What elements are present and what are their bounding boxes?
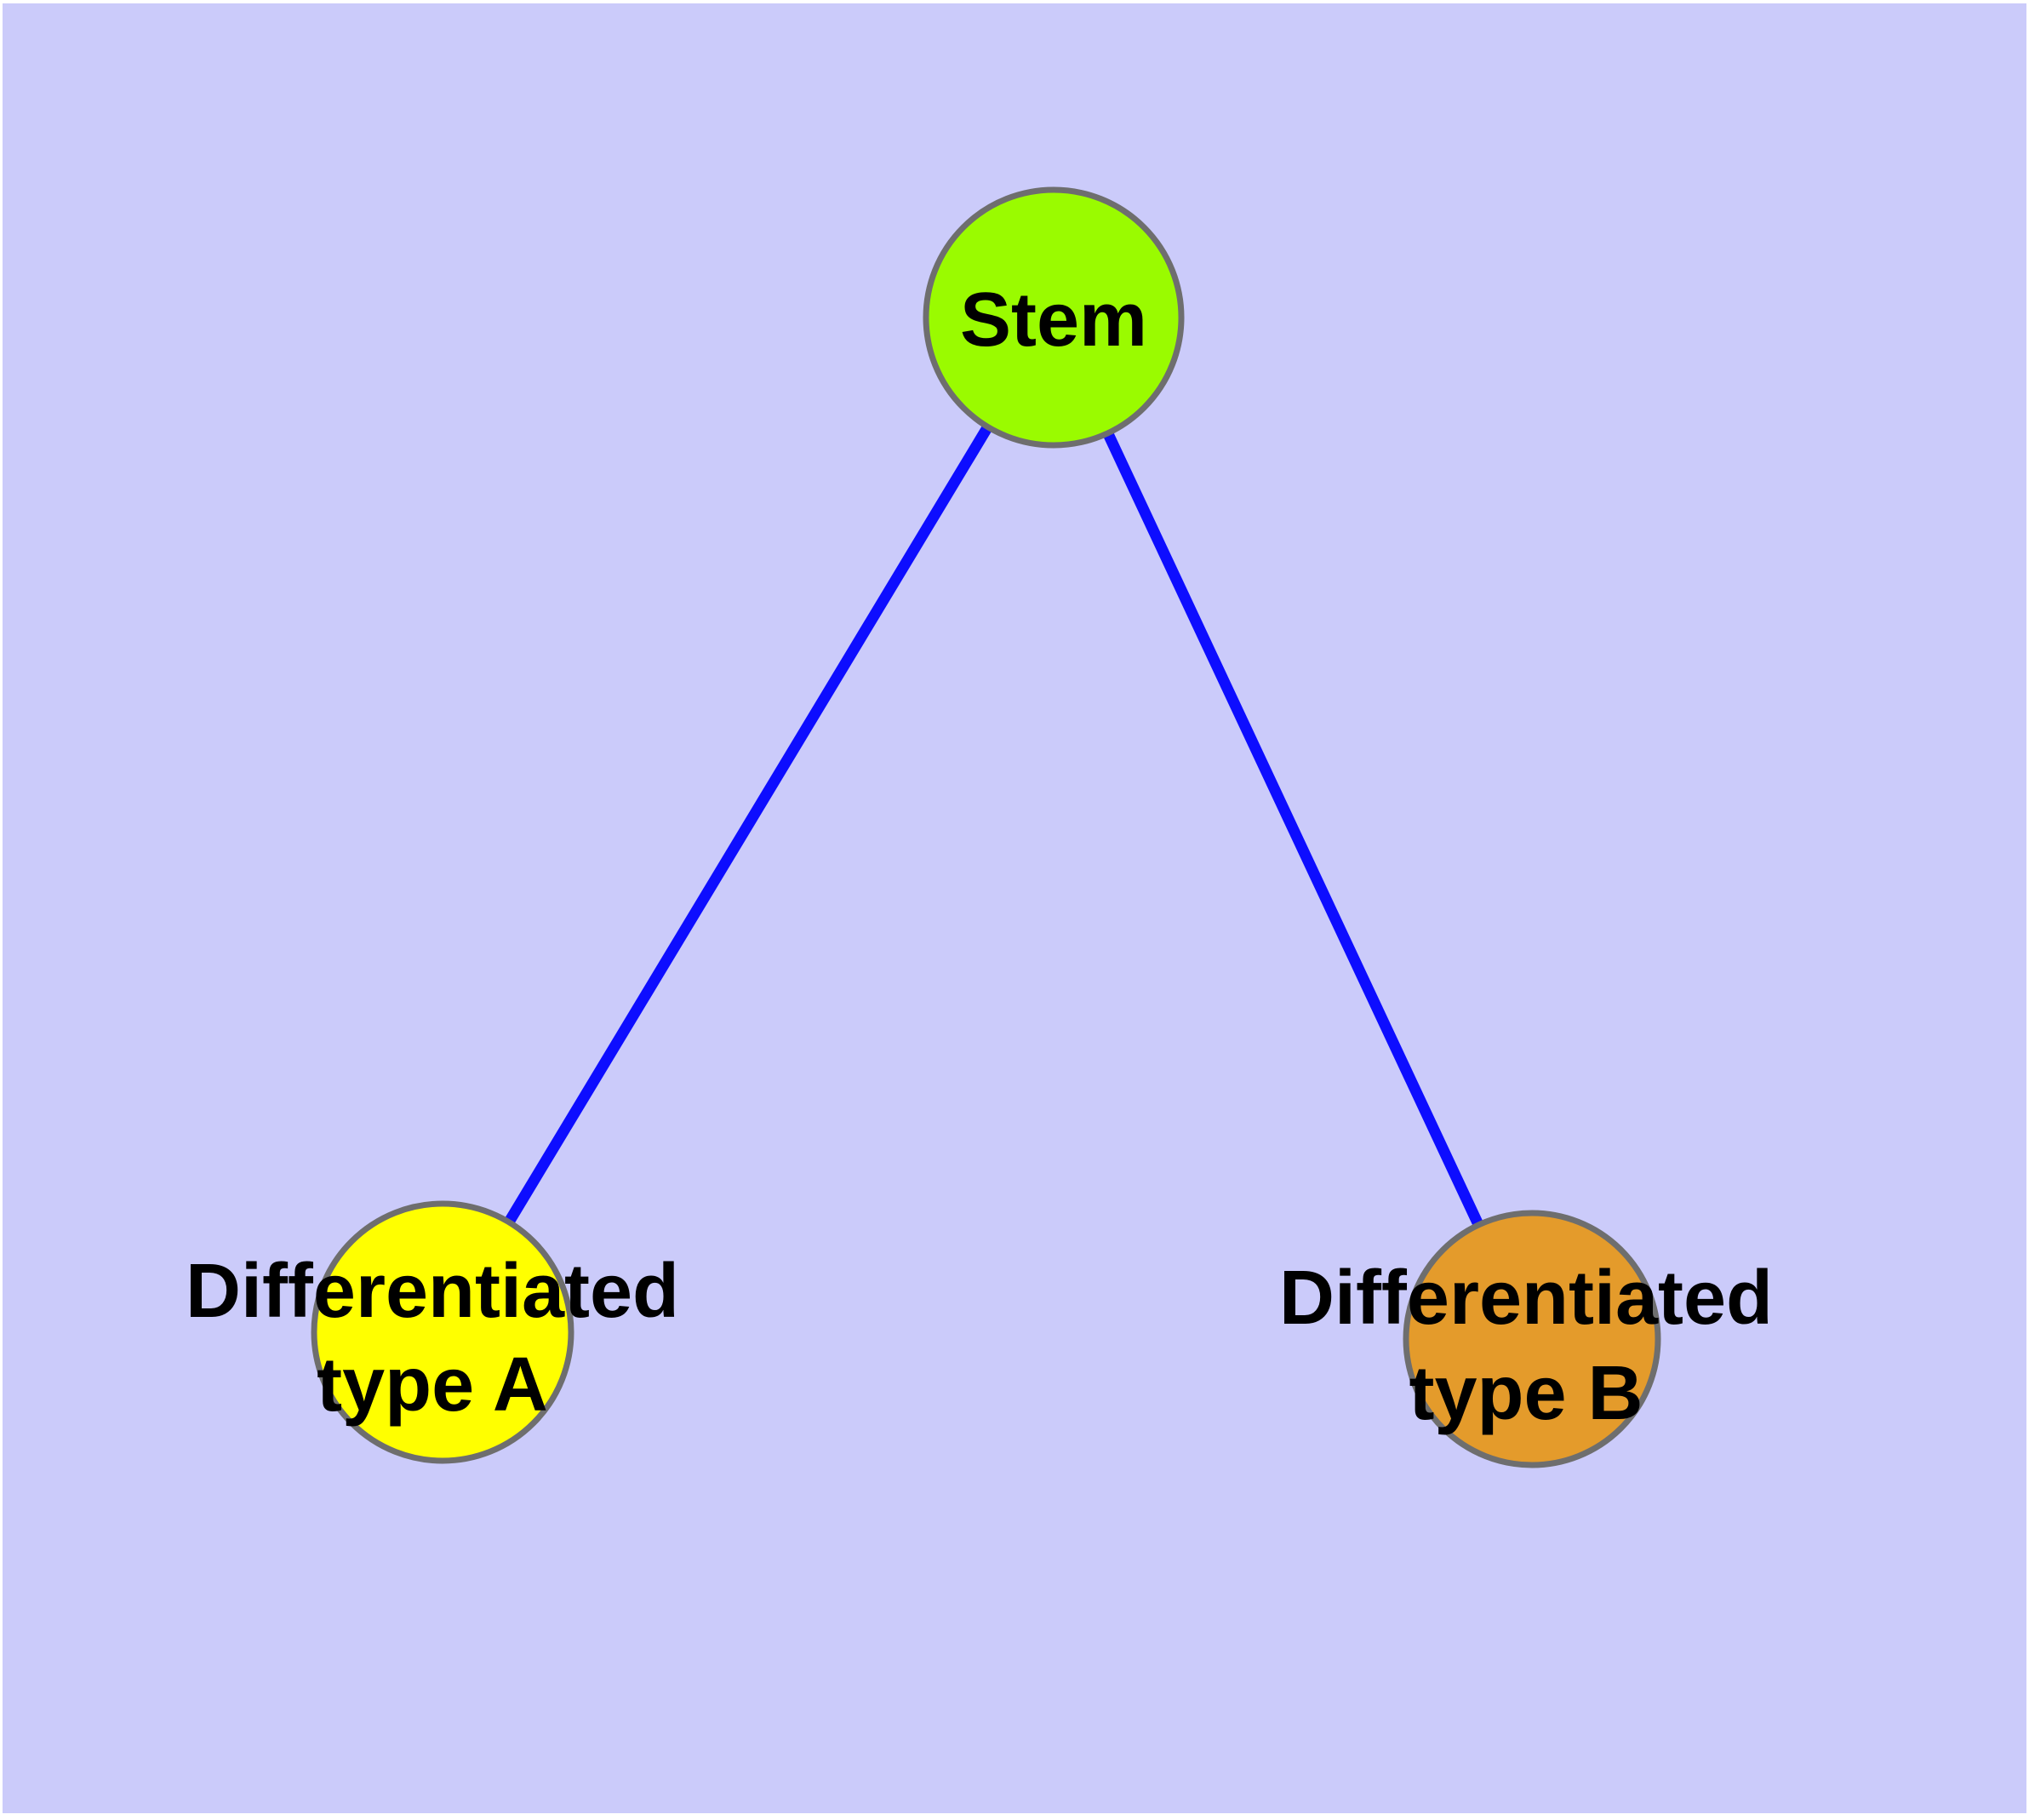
node-differentiated-type-b-label-line1: Differentiated [1279,1256,1773,1341]
edge-stem-to-differentiated-type-b [1049,315,1537,1342]
node-group [311,186,1661,1468]
node-stem-label: Stem [960,278,1147,363]
edge-stem-to-differentiated-type-a [437,314,1059,1336]
node-differentiated-type-b [1403,1210,1661,1468]
label-group: Stem Differentiated type A Differentiate… [186,278,1773,1436]
node-differentiated-type-a [311,1200,574,1464]
node-differentiated-type-a-label-line1: Differentiated [186,1249,679,1334]
node-differentiated-type-b-label-line2: type B [1409,1351,1643,1436]
edge-group [437,314,1537,1342]
node-stem [923,186,1185,449]
node-differentiated-type-a-label-line2: type A [317,1342,548,1428]
